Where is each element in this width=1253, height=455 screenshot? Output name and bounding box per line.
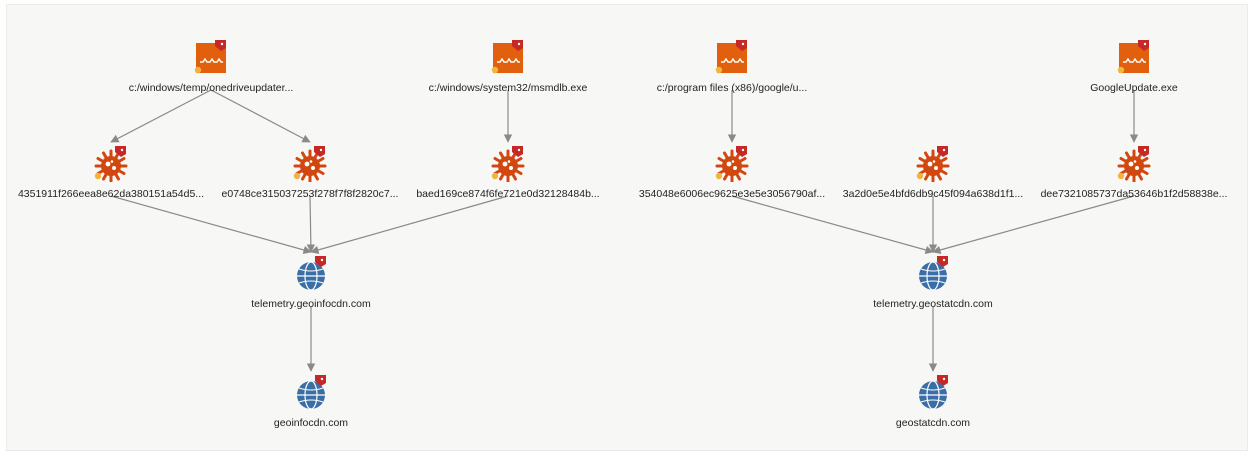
file-icon: [193, 40, 229, 76]
edge-arrow: [110, 89, 212, 143]
node-label: GoogleUpdate.exe: [1090, 82, 1178, 94]
node-label: telemetry.geoinfocdn.com: [251, 298, 371, 310]
node-label: 3a2d0e5e4bfd6db9c45f094a638d1f1...: [842, 188, 1024, 200]
globe-icon: [293, 375, 329, 411]
malware-icon: [915, 146, 951, 182]
malware-icon: [714, 146, 750, 182]
graph-canvas[interactable]: c:/windows/temp/onedriveupdater... c:/wi…: [6, 4, 1248, 451]
graph-node-malware[interactable]: 4351911f266eea8e62da380151a54d5...: [1, 146, 221, 200]
edge-arrow: [110, 195, 312, 255]
node-label: c:/windows/temp/onedriveupdater...: [128, 82, 294, 94]
graph-node-malware[interactable]: baed169ce874f6fe721e0d32128484b...: [398, 146, 618, 200]
file-icon: [490, 40, 526, 76]
node-label: 4351911f266eea8e62da380151a54d5...: [17, 188, 205, 200]
node-label: geostatcdn.com: [895, 417, 971, 429]
graph-node-malware[interactable]: 354048e6006ec9625e3e5e3056790af...: [622, 146, 842, 200]
edge-arrow: [932, 195, 1135, 255]
node-label: baed169ce874f6fe721e0d32128484b...: [416, 188, 600, 200]
malware-icon: [1116, 146, 1152, 182]
node-label: telemetry.geostatcdn.com: [873, 298, 993, 310]
edge-arrow: [310, 195, 509, 254]
graph-node-file[interactable]: c:/windows/temp/onedriveupdater...: [101, 40, 321, 94]
edge-arrow: [210, 89, 311, 143]
node-label: dee7321085737da53646b1f2d58838e...: [1040, 188, 1228, 200]
node-label: e0748ce315037253f278f7f8f2820c7...: [221, 188, 399, 200]
graph-node-domain[interactable]: geostatcdn.com: [823, 375, 1043, 429]
graph-node-malware[interactable]: 3a2d0e5e4bfd6db9c45f094a638d1f1...: [823, 146, 1043, 200]
graph-node-domain[interactable]: geoinfocdn.com: [201, 375, 421, 429]
graph-node-malware[interactable]: dee7321085737da53646b1f2d58838e...: [1024, 146, 1244, 200]
node-label: geoinfocdn.com: [273, 417, 349, 429]
node-label: 354048e6006ec9625e3e5e3056790af...: [638, 188, 826, 200]
malware-icon: [93, 146, 129, 182]
graph-node-malware[interactable]: e0748ce315037253f278f7f8f2820c7...: [200, 146, 420, 200]
graph-node-domain[interactable]: telemetry.geostatcdn.com: [823, 256, 1043, 310]
edge-arrow: [306, 195, 316, 253]
node-label: c:/windows/system32/msmdlb.exe: [428, 82, 588, 94]
globe-icon: [915, 375, 951, 411]
graph-node-file[interactable]: GoogleUpdate.exe: [1024, 40, 1244, 94]
malware-icon: [292, 146, 328, 182]
edge-layer: [110, 89, 1139, 372]
globe-icon: [915, 256, 951, 292]
node-label: c:/program files (x86)/google/u...: [656, 82, 808, 94]
graph-node-domain[interactable]: telemetry.geoinfocdn.com: [201, 256, 421, 310]
globe-icon: [293, 256, 329, 292]
malware-icon: [490, 146, 526, 182]
graph-node-file[interactable]: c:/windows/system32/msmdlb.exe: [398, 40, 618, 94]
file-icon: [714, 40, 750, 76]
file-icon: [1116, 40, 1152, 76]
edge-arrow: [731, 195, 934, 255]
graph-node-file[interactable]: c:/program files (x86)/google/u...: [622, 40, 842, 94]
